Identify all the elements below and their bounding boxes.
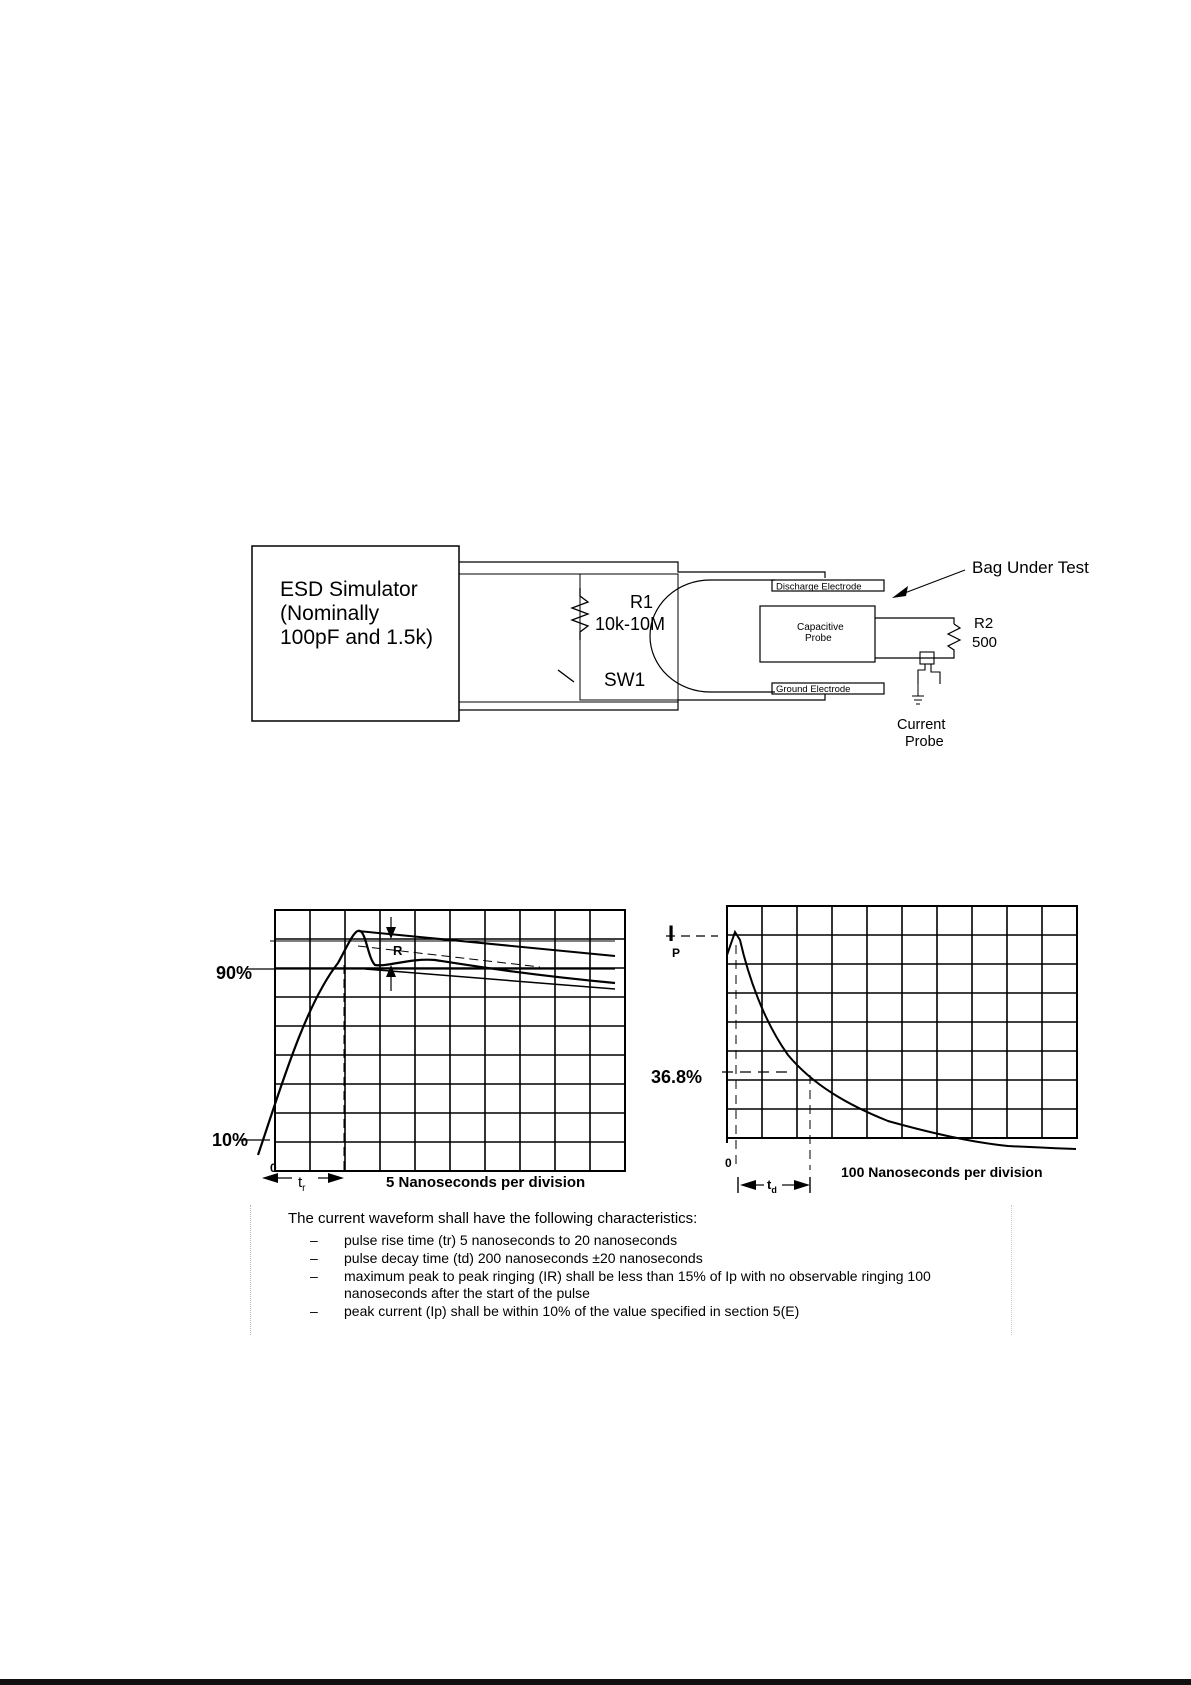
spec-peak-current: –peak current (Ip) shall be within 10% o… (310, 1303, 800, 1319)
decay-axis-caption: 100 Nanoseconds per division (841, 1164, 1043, 1180)
bag-leader-line (901, 569, 966, 595)
specification-list: –pulse rise time (tr) 5 nanoseconds to 2… (310, 1232, 1010, 1321)
specification-box (250, 1205, 1012, 1335)
ringing-envelope-lower (364, 968, 616, 990)
simulator-label-line3: 100pF and 1.5k) (280, 626, 433, 649)
capacitive-probe-box (759, 605, 876, 663)
td-arrow-right (794, 1180, 810, 1190)
decay-waveform-trace (726, 929, 1077, 1150)
level-368-label: 36.8% (651, 1067, 702, 1087)
capacitive-probe-label-line1: Capacitive (797, 622, 844, 633)
rise-axis-caption: 5 Nanoseconds per division (386, 1174, 585, 1191)
esd-simulator-box (251, 545, 460, 722)
discharge-electrode (771, 579, 885, 592)
r2-value: 500 (972, 634, 997, 651)
capacitive-probe-label-line2: Probe (805, 633, 832, 644)
ringing-arrowhead-up (386, 965, 396, 977)
decay-time-symbol: td (767, 1177, 777, 1195)
sw1-label: SW1 (604, 670, 645, 691)
r1-label: R1 (630, 592, 653, 612)
rise-origin-label: 0 (270, 1161, 277, 1175)
bag-under-test-label: Bag Under Test (972, 558, 1089, 577)
spec-ringing: –maximum peak to peak ringing (IR) shall… (310, 1268, 931, 1301)
ground-electrode (771, 682, 885, 695)
rise-waveform-trace (256, 929, 616, 1156)
r2-wire-top (875, 617, 955, 624)
simulator-label-line2: (Nominally (280, 602, 380, 625)
level-10-label: 10% (212, 1130, 248, 1150)
ground-electrode-label: Ground Electrode (776, 684, 850, 695)
rise-chart-grid (274, 909, 626, 1172)
current-probe-lead-1 (917, 664, 926, 684)
ringing-arrowhead-down (386, 927, 396, 939)
spec-rise-time: –pulse rise time (tr) 5 nanoseconds to 2… (310, 1232, 678, 1248)
discharge-electrode-label: Discharge Electrode (776, 582, 862, 593)
current-probe-lead-2 (930, 664, 941, 684)
current-probe-label-line2: Probe (905, 734, 944, 750)
sw1-switch-symbol (557, 669, 575, 683)
r1-value: 10k-10M (595, 614, 665, 634)
r1-resistor-symbol (570, 588, 590, 640)
top-wire (459, 561, 826, 578)
bottom-scan-border (0, 1679, 1191, 1685)
esd-test-circuit-diagram: ESD Simulator (Nominally 100pF and 1.5k)… (251, 545, 1089, 750)
simulator-label-line1: ESD Simulator (280, 578, 418, 601)
spec-decay-time: –pulse decay time (td) 200 nanoseconds ±… (310, 1250, 703, 1266)
ringing-envelope-upper (357, 930, 616, 957)
bag-leader-arrowhead (892, 586, 908, 598)
peak-current-subscript: P (672, 946, 680, 960)
level-90-label: 90% (216, 963, 252, 983)
current-probe-clamp (919, 651, 935, 665)
specification-intro: The current waveform shall have the foll… (288, 1210, 698, 1227)
r2-resistor-symbol (946, 623, 962, 654)
td-arrow-left (740, 1180, 756, 1190)
ringing-label: R (393, 943, 403, 958)
decay-time-waveform-chart: I P 36.8% 0 td 100 Nanoseconds per divis… (651, 905, 1078, 1195)
peak-current-symbol: I (668, 921, 674, 946)
bag-under-test-outline (649, 579, 775, 693)
decay-chart-grid (726, 905, 1078, 1139)
rise-time-symbol: tr (298, 1174, 306, 1194)
r2-wire-bottom (875, 654, 955, 659)
rise-time-waveform-chart: R 90% 10% 0 tr 5 Nanoseconds per divisio… (212, 909, 626, 1194)
decay-origin-label: 0 (725, 1156, 732, 1170)
ringing-envelope-dashed (357, 945, 541, 968)
r2-label: R2 (974, 615, 993, 632)
current-probe-label-line1: Current (897, 717, 945, 733)
